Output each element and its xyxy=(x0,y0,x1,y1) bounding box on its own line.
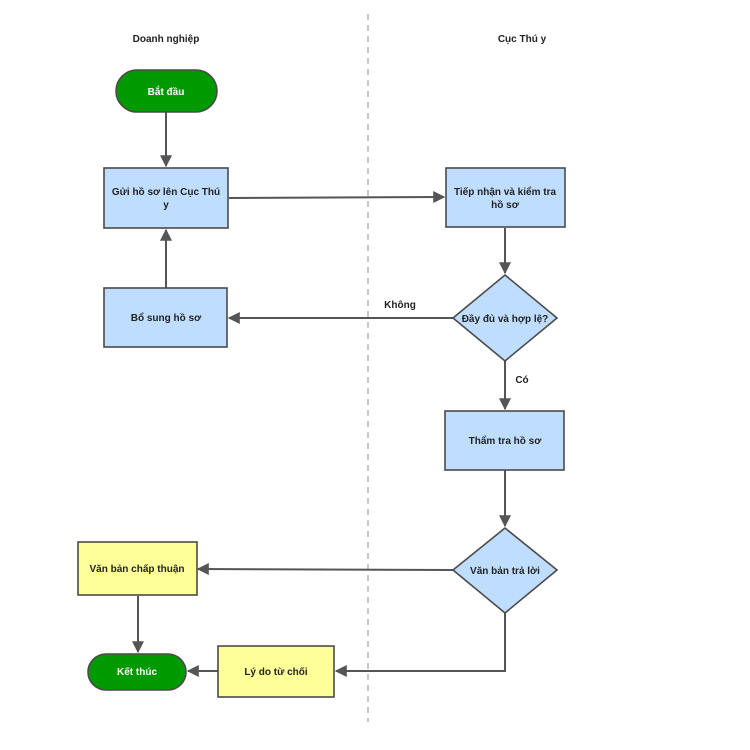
edge-submit-to-receive xyxy=(228,191,446,204)
edge-reply-to-reject xyxy=(334,613,506,677)
decision-complete-valid: Đầy đủ và hợp lệ? xyxy=(451,273,559,363)
edge-reply-to-approval xyxy=(196,563,454,576)
approval-document-label: Văn bản chấp thuận xyxy=(89,563,184,575)
receive-check-label-line1: Tiếp nhận và kiểm tra xyxy=(454,186,557,198)
appraise-dossier-box: Thẩm tra hồ sơ xyxy=(444,410,565,471)
start-label: Bắt đầu xyxy=(148,85,185,98)
receive-check-box: Tiếp nhận và kiểm tra hồ sơ xyxy=(445,167,566,228)
end-label: Kết thúc xyxy=(117,666,157,678)
reject-reason-box: Lý do từ chối xyxy=(217,645,335,698)
approval-document-box: Văn bản chấp thuận xyxy=(77,541,198,596)
decision-reply-document-label: Văn bản trả lời xyxy=(470,566,540,577)
receive-check-label-line2: hồ sơ xyxy=(491,199,520,211)
reject-reason-label: Lý do từ chối xyxy=(244,666,308,678)
submit-dossier-label-line1: Gửi hồ sơ lên Cục Thú xyxy=(112,186,220,198)
edge-label-yes: Có xyxy=(515,375,528,386)
appraise-dossier-label: Thẩm tra hồ sơ xyxy=(469,435,543,447)
submit-dossier-label-line2: y xyxy=(163,200,169,211)
end-terminal: Kết thúc xyxy=(87,653,187,691)
lane-title-enterprise: Doanh nghiệp xyxy=(133,34,200,45)
lane-title-veterinary-department: Cục Thú y xyxy=(498,34,547,45)
supplement-dossier-box: Bổ sung hồ sơ xyxy=(103,287,228,348)
supplement-dossier-label: Bổ sung hồ sơ xyxy=(131,312,202,324)
decision-reply-document: Văn bản trả lời xyxy=(451,526,559,615)
start-terminal: Bắt đầu xyxy=(115,69,218,113)
edge-label-no: Không xyxy=(384,300,416,311)
decision-complete-valid-label: Đầy đủ và hợp lệ? xyxy=(462,313,549,325)
submit-dossier-box: Gửi hồ sơ lên Cục Thú y xyxy=(103,167,229,229)
